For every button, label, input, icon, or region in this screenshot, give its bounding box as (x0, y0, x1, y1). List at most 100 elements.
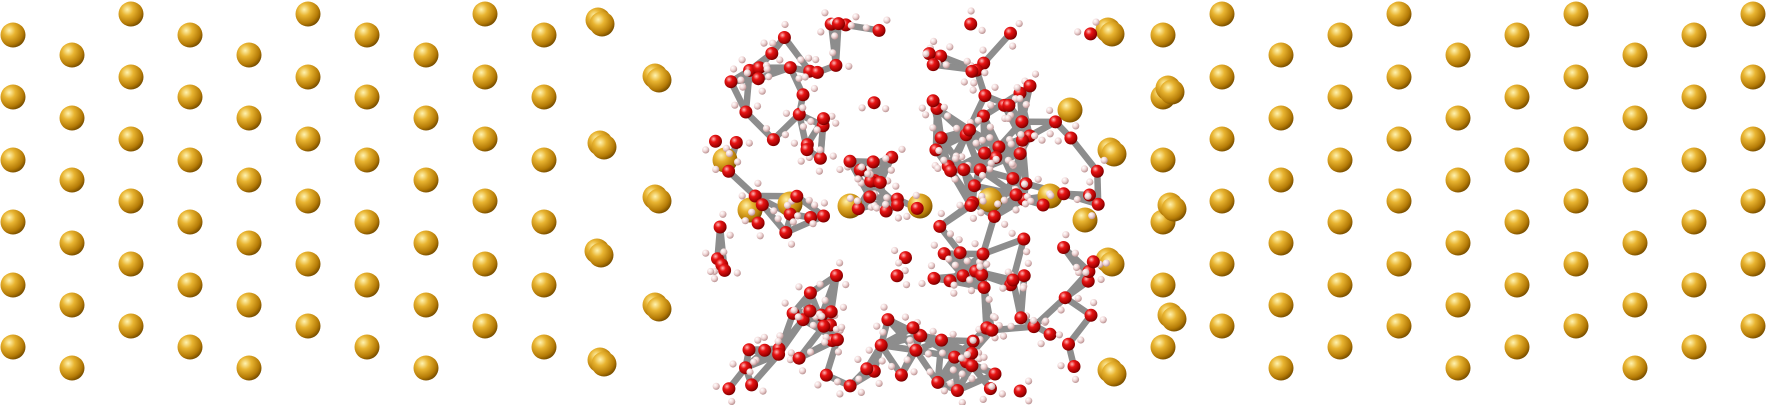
hydrogen-atom (763, 65, 771, 73)
metal-atom (236, 230, 262, 256)
oxygen-atom (978, 89, 992, 103)
metal-atom (1681, 84, 1707, 110)
oxygen-atom (824, 305, 838, 319)
oxygen-atom (777, 31, 791, 44)
bond (979, 215, 998, 255)
oxygen-atom (1081, 274, 1095, 288)
hydrogen-atom (980, 363, 988, 371)
oxygen-atom (1004, 26, 1017, 40)
metal-atom (1268, 292, 1294, 318)
hydrogen-atom (935, 147, 943, 155)
oxygen-atom (891, 198, 904, 212)
hydrogen-atom (979, 395, 987, 403)
metal-atom (1681, 22, 1707, 48)
bond (1009, 238, 1027, 281)
hydrogen-atom (946, 43, 954, 51)
hydrogen-atom (818, 312, 826, 320)
metal-atom (1622, 355, 1648, 381)
metal-atom (472, 64, 498, 90)
oxygen-atom (742, 343, 756, 357)
metal-atom (1563, 251, 1589, 277)
hydrogen-atom (901, 267, 909, 275)
oxygen-atom (713, 220, 727, 234)
metal-atom (413, 355, 439, 381)
hydrogen-atom (865, 346, 873, 354)
hydrogen-atom (846, 194, 855, 202)
hydrogen-atom (960, 78, 968, 86)
hydrogen-atom (1099, 316, 1107, 324)
oxygen-atom (1002, 98, 1016, 112)
hydrogen-atom (845, 62, 853, 70)
metal-atom (472, 251, 498, 277)
hydrogen-atom (1061, 177, 1069, 185)
hydrogen-atom (1055, 331, 1063, 339)
hydrogen-atom (958, 153, 966, 161)
metal-atom (1327, 334, 1353, 360)
oxygen-atom (718, 263, 732, 277)
hydrogen-atom (1088, 212, 1096, 220)
metal-atom (531, 147, 557, 173)
metal-atom (1563, 188, 1589, 214)
oxygen-atom (914, 329, 928, 343)
metal-atom (1740, 64, 1766, 90)
hydrogen-atom (774, 215, 782, 223)
hydrogen-atom (776, 332, 784, 340)
hydrogen-atom (1046, 130, 1054, 138)
metal-atom (59, 230, 85, 256)
hydrogen-atom (929, 124, 937, 132)
hydrogen-atom (940, 103, 948, 111)
oxygen-atom (926, 58, 940, 72)
hydrogen-atom (1025, 397, 1033, 405)
hydrogen-atom (1042, 317, 1050, 325)
hydrogen-atom (879, 328, 887, 336)
hydrogen-atom (945, 255, 953, 263)
metal-atom (1681, 272, 1707, 298)
hydrogen-atom (1074, 294, 1082, 302)
oxygen-atom (766, 133, 780, 147)
oxygen-atom (1013, 384, 1027, 398)
metal-atom (236, 292, 262, 318)
hydrogen-atom (951, 155, 960, 163)
hydrogen-atom (969, 336, 977, 344)
oxygen-atom (1049, 115, 1062, 129)
hydrogen-atom (875, 379, 883, 387)
hydrogen-atom (1054, 137, 1062, 145)
hydrogen-atom (946, 230, 955, 238)
metal-atom (646, 188, 672, 214)
hydrogen-atom (745, 139, 753, 147)
hydrogen-atom (985, 295, 993, 304)
metal-atom (354, 334, 380, 360)
metal-atom (1150, 334, 1176, 360)
metal-atom (59, 355, 85, 381)
metal-atom (1740, 126, 1766, 152)
hydrogen-atom (786, 356, 795, 364)
oxygen-atom (1014, 311, 1028, 325)
oxygen-atom (931, 375, 945, 389)
metal-atom (531, 334, 557, 360)
hydrogen-atom (980, 353, 988, 361)
hydrogen-atom (968, 375, 976, 383)
hydrogen-atom (828, 112, 836, 120)
metal-atom (531, 84, 557, 110)
hydrogen-atom (1037, 340, 1045, 348)
metal-atom (1740, 251, 1766, 277)
hydrogen-atom (898, 145, 906, 153)
hydrogen-atom (769, 39, 777, 47)
oxygen-atom (964, 199, 978, 212)
metal-atom (1740, 313, 1766, 339)
oxygen-atom (758, 343, 772, 357)
hydrogen-atom (1072, 263, 1081, 271)
metal-atom (1099, 21, 1125, 47)
oxygen-atom (817, 112, 830, 126)
oxygen-atom (909, 343, 923, 357)
hydrogen-atom (942, 61, 950, 69)
metal-atom (354, 272, 380, 298)
bond (981, 31, 1013, 66)
metal-atom (531, 272, 557, 298)
oxygen-atom (803, 286, 817, 300)
metal-atom (1150, 272, 1176, 298)
hydrogen-atom (1013, 84, 1021, 92)
hydrogen-atom (836, 390, 844, 398)
oxygen-atom (975, 268, 989, 282)
hydrogen-atom (797, 56, 805, 64)
